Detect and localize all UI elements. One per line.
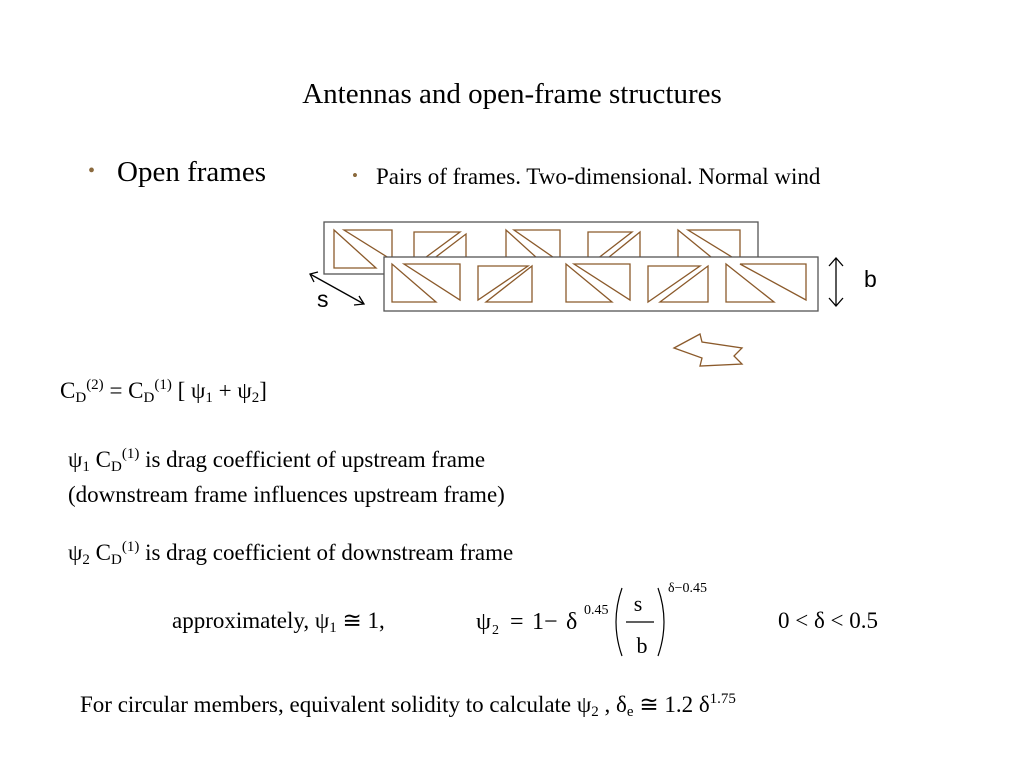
eq-sub: 1 [82,459,90,475]
eq-sub: 2 [492,623,499,638]
fraction-denominator: b [637,633,648,658]
circular-members-note: For circular members, equivalent solidit… [80,691,736,720]
eq-sup: 0.45 [584,603,609,618]
eq-symbol: C [89,447,111,472]
label-depth: b [864,266,877,292]
eq-sub: 1 [205,390,213,406]
label-spacing: s [317,286,329,312]
eq-symbol: = [510,609,524,635]
wind-arrow-icon [672,333,744,367]
eq-symbol: 1− [532,609,558,635]
approximation-psi1: approximately, ψ1 ≅ 1, [172,608,385,636]
definition-upstream-note: (downstream frame influences upstream fr… [68,482,505,507]
note-text: , δ [598,692,627,717]
eq-sub: 2 [251,390,260,406]
spacing-arrow [309,271,366,306]
delta-range: 0 < δ < 0.5 [778,608,879,633]
approx-text: ≅ 1, [336,608,385,633]
eq-sub: D [75,390,87,406]
eq-sub: D [111,459,122,475]
equation-main: CD(2) = CD(1) [ ψ1 + ψ2] [60,377,267,406]
psi-symbol: ψ [476,609,491,635]
eq-sub: D [111,552,122,568]
bullet-open-frames: • Open frames [88,156,266,189]
downstream-frame [383,256,819,312]
slide-title: Antennas and open-frame structures [302,78,722,110]
approx-text: approximately, ψ [172,608,330,633]
note-text: ≅ 1.2 δ [633,692,710,717]
definition-text: is drag coefficient of upstream frame [139,447,486,472]
bullet-label: Pairs of frames. Two-dimensional. Normal… [375,164,821,189]
bullet-dot: • [352,166,358,185]
eq-sup: (1) [154,377,172,393]
psi2-formula: ψ 2 = 1− δ 0.45 s b δ−0.45 [476,581,707,658]
eq-sup: (2) [86,377,104,393]
eq-sub: 1 [329,620,337,636]
eq-symbol: + ψ [212,378,252,403]
eq-sub: D [143,390,155,406]
eq-symbol: C [60,378,76,403]
frames-diagram [309,221,844,367]
eq-symbol: [ ψ [171,378,206,403]
eq-sub: 2 [82,552,90,568]
fraction-numerator: s [634,591,643,616]
eq-symbol: C [89,540,111,565]
note-text: For circular members, equivalent solidit… [80,692,592,717]
eq-sup: (1) [121,446,140,462]
eq-symbol: = C [103,378,144,403]
psi-symbol: ψ [68,447,83,472]
definition-text: is drag coefficient of downstream frame [139,540,514,565]
depth-arrow [828,257,844,307]
definition-downstream: ψ2 CD(1) is drag coefficient of downstre… [68,539,514,568]
eq-sub: e [626,704,634,720]
bullet-pairs-of-frames: • Pairs of frames. Two-dimensional. Norma… [352,164,820,190]
definition-upstream: ψ1 CD(1) is drag coefficient of upstream… [68,446,486,475]
bullet-dot: • [88,160,96,182]
right-paren [657,587,665,657]
psi-symbol: ψ [68,540,83,565]
delta-symbol: δ [566,609,577,635]
bullet-label: Open frames [117,156,266,188]
eq-sub: 2 [591,704,599,720]
eq-sup: δ−0.45 [668,581,707,596]
eq-symbol: ] [259,378,267,403]
eq-sup: (1) [121,539,140,555]
left-paren [615,587,623,657]
eq-sup: 1.75 [709,691,736,707]
